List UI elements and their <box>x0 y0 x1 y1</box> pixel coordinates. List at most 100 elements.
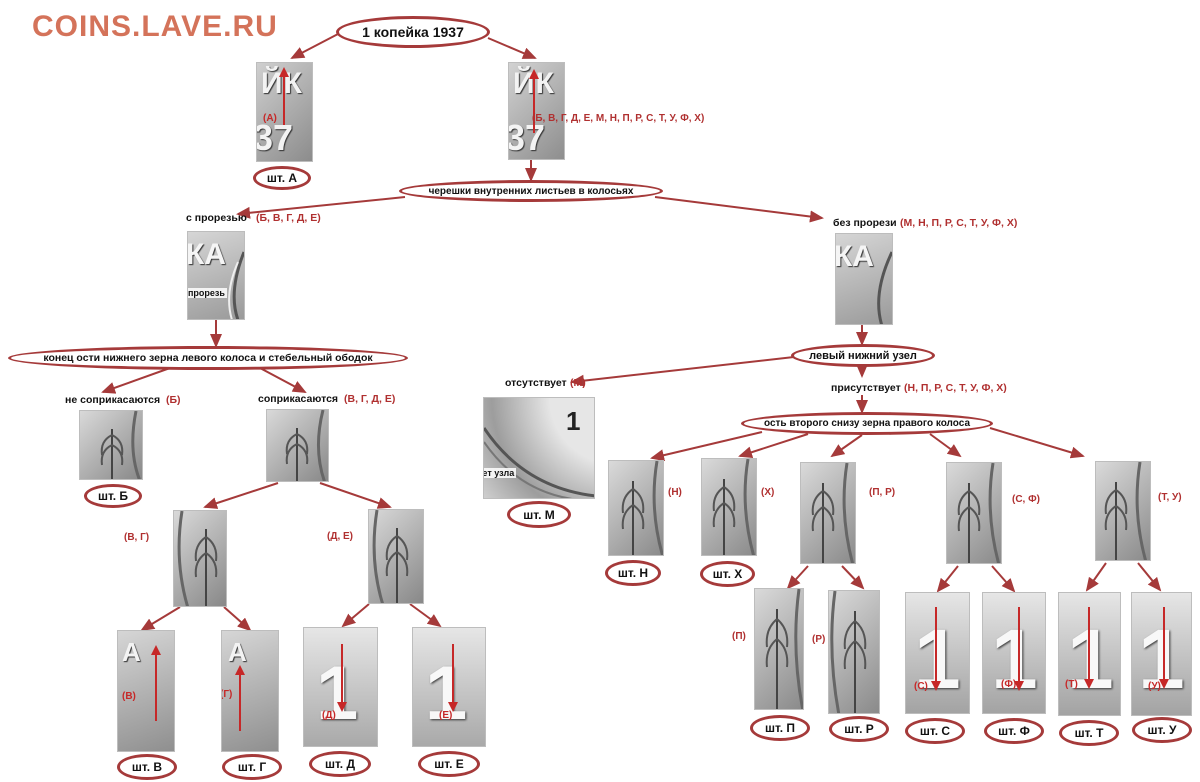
no-knot-caption: нет узла <box>484 468 517 478</box>
stamp-r-label: шт. Р <box>844 722 874 736</box>
knot-present-label: присутствует <box>831 382 901 394</box>
photo-slot-letters: КА <box>187 238 226 271</box>
slot-leaf-icon <box>228 251 244 319</box>
stamp-f-label: шт. Ф <box>998 724 1030 738</box>
wheat-ear-icon <box>811 463 855 563</box>
wheat-ear-icon <box>621 461 663 555</box>
photo-die-sf <box>946 462 1002 564</box>
photo-die-pr <box>800 462 856 564</box>
question-axis: ость второго снизу зерна правого колоса <box>763 418 970 429</box>
axis-r-mark: (Р) <box>812 634 826 645</box>
photo-die-de <box>368 509 424 604</box>
question-stems: черешки внутренних листьев в колосьях <box>428 185 634 197</box>
axis-sf-mark: (С, Ф) <box>1012 494 1040 505</box>
rim-arc-icon <box>484 427 594 498</box>
stamp-h-label: шт. Х <box>712 567 743 581</box>
photo-v-letter: А <box>122 637 141 667</box>
photo-others-digits: 37 <box>508 117 546 158</box>
photo-d-digit: 1 <box>316 651 359 736</box>
question-knot: левый нижний узел <box>809 349 917 362</box>
root-title: 1 копейка 1937 <box>362 24 464 40</box>
stamp-u-label: шт. У <box>1147 723 1177 737</box>
no-slot-list: (М, Н, П, Р, С, Т, У, Ф, Х) <box>900 217 1018 229</box>
stamp-v-oval: шт. В <box>117 754 177 780</box>
wheat-ear-icon <box>1104 462 1148 560</box>
photo-s-mark: (С) <box>914 681 928 692</box>
photo-e-digit: 1 <box>425 651 468 736</box>
photo-die-u: 1 (У) <box>1131 592 1192 716</box>
stamp-v-label: шт. В <box>131 760 163 774</box>
wheat-ear-icon <box>957 463 1001 563</box>
axis-tu-mark: (Т, У) <box>1158 492 1182 503</box>
wheat-ear-icon <box>372 510 409 603</box>
photo-die-r <box>828 590 880 714</box>
no-slot-label: без прорези <box>833 217 897 229</box>
photo-a-arrow-icon <box>279 67 289 125</box>
photo-d-mark: (Д) <box>322 710 336 721</box>
stamp-a-oval: шт. А <box>253 166 311 190</box>
photo-g-arrow-icon <box>235 665 245 731</box>
wheat-ear-icon <box>177 511 218 606</box>
photo-no-slot: КА <box>835 233 893 325</box>
photo-e-arrow-icon <box>448 644 458 712</box>
touch-list: (В, Г, Д, Е) <box>344 393 396 405</box>
de-mark: (Д, Е) <box>327 531 354 542</box>
stamp-g-label: шт. Г <box>237 760 267 774</box>
stamp-b-label: шт. Б <box>97 489 129 503</box>
photo-die-p <box>754 588 804 710</box>
stamp-n-oval: шт. Н <box>605 560 661 586</box>
axis-h-mark: (Х) <box>761 487 775 498</box>
photo-u-mark: (У) <box>1148 681 1161 692</box>
stamp-p-label: шт. П <box>764 721 796 735</box>
photo-die-m: 1 нет узла <box>483 397 595 499</box>
photo-u-digit: 1 <box>1138 612 1185 706</box>
slot-caption: прорезь <box>188 288 227 298</box>
wheat-ear-icon <box>830 591 867 713</box>
touch-label: соприкасаются <box>258 393 339 405</box>
photo-die-vg <box>173 510 227 607</box>
photo-u-arrow-icon <box>1159 607 1169 689</box>
question-knot-oval: левый нижний узел <box>791 344 935 367</box>
photo-g-letter: А <box>228 637 247 667</box>
site-logo: COINS.LAVE.RU <box>32 10 278 43</box>
photo-noslot-letters: КА <box>835 240 874 273</box>
photo-die-a-legend: ЙК 37 (А) <box>256 62 313 162</box>
photo-die-d: 1 (Д) <box>303 627 378 747</box>
photo-f-arrow-icon <box>1014 607 1024 691</box>
photo-die-f: 1 (Ф) <box>982 592 1046 714</box>
stamp-m-label: шт. М <box>523 507 555 522</box>
photo-m-digit: 1 <box>566 406 581 436</box>
stamp-f-oval: шт. Ф <box>984 718 1044 744</box>
photo-die-g: А (Г) <box>221 630 279 752</box>
stamp-e-label: шт. Е <box>434 757 464 771</box>
knot-present-list: (Н, П, Р, С, Т, У, Ф, Х) <box>904 382 1007 394</box>
stamp-d-label: шт. Д <box>324 757 356 771</box>
question-awn-oval: конец ости нижнего зерна левого колоса и… <box>8 346 408 370</box>
stamp-m-oval: шт. М <box>507 501 571 528</box>
stamp-s-label: шт. С <box>919 724 951 738</box>
stamp-g-oval: шт. Г <box>222 754 282 780</box>
photo-die-h <box>701 458 757 556</box>
with-slot-label: с прорезью <box>186 212 247 224</box>
with-slot-list: (Б, В, Г, Д, Е) <box>256 212 321 224</box>
stamp-s-oval: шт. С <box>905 718 965 744</box>
photo-a-mark: (А) <box>263 113 277 124</box>
question-stems-oval: черешки внутренних листьев в колосьях <box>399 180 663 202</box>
knot-absent-list: (М) <box>570 377 586 389</box>
wheat-ear-icon <box>712 459 756 555</box>
stamp-b-oval: шт. Б <box>84 484 142 508</box>
stamp-p-oval: шт. П <box>750 715 810 741</box>
axis-pr-mark: (П, Р) <box>869 487 896 498</box>
stamp-n-label: шт. Н <box>617 566 649 580</box>
vg-mark: (В, Г) <box>124 532 150 543</box>
stamp-a-label: шт. А <box>266 171 298 185</box>
no-touch-label: не соприкасаются <box>65 394 161 406</box>
photo-f-mark: (Ф) <box>1001 679 1017 690</box>
photo-g-mark: (Г) <box>221 689 233 700</box>
photo-t-mark: (Т) <box>1065 679 1078 690</box>
photo-die-n <box>608 460 664 556</box>
knot-absent-label: отсутствует <box>505 377 567 389</box>
photo-others-arrow-icon <box>529 69 539 133</box>
stamp-e-oval: шт. Е <box>418 751 480 777</box>
